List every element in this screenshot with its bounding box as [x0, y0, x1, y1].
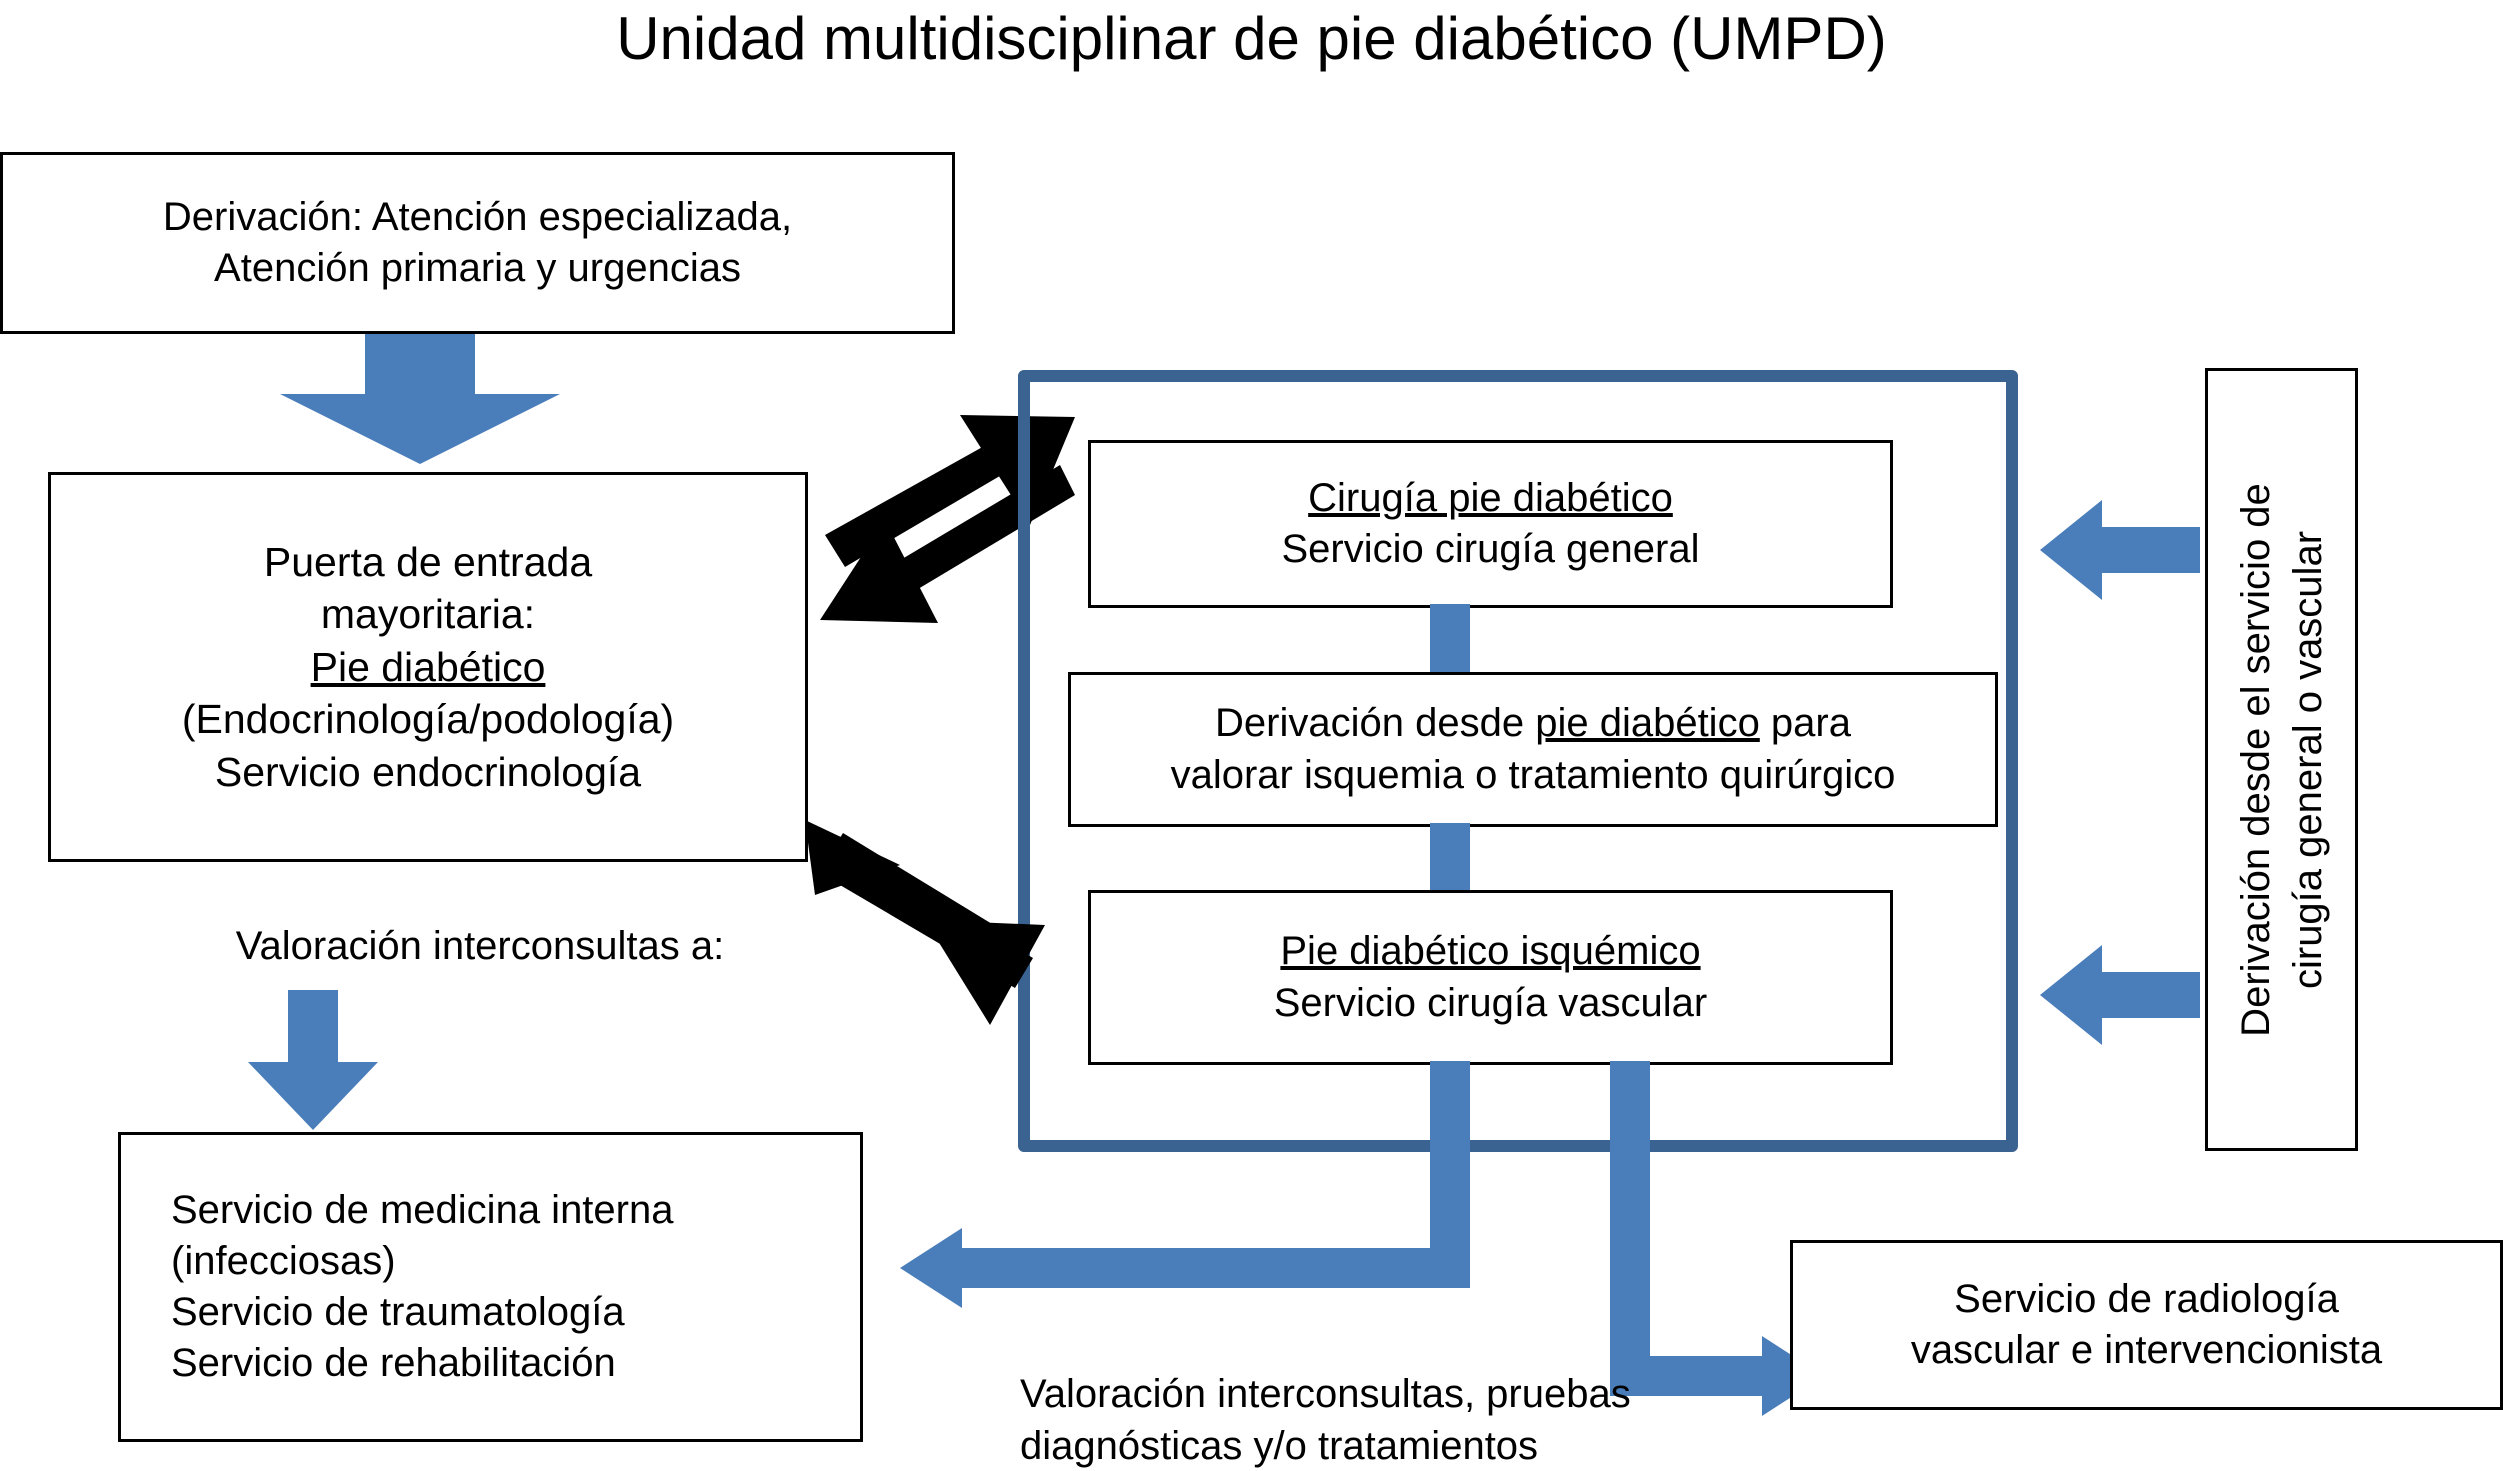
box-isquemico-line1: Pie diabético isquémico — [1280, 929, 1701, 974]
box-cirugia-line2: Servicio cirugía general — [1281, 527, 1700, 571]
box-derivpie-line1-pre: Derivación desde — [1215, 701, 1536, 746]
label-valoracion-pruebas-line2: diagnósticas y/o tratamientos — [1020, 1424, 1539, 1468]
box-pie-diabetico-isquemico: Pie diabético isquémico Servicio cirugía… — [1088, 890, 1893, 1065]
double-arrow-icon — [805, 820, 1045, 1025]
label-valoracion-interconsultas-pruebas: Valoración interconsultas, pruebas diagn… — [1020, 1368, 1820, 1471]
box-interconsultas-line1: Servicio de medicina interna — [171, 1187, 674, 1232]
connector-elbow-right-vertical — [1610, 1061, 1650, 1396]
box-derivpie-line2: valorar isquemia o tratamiento quirúrgic… — [1170, 752, 1896, 797]
box-radiologia-line2: vascular e intervencionista — [1910, 1328, 2383, 1372]
box-cirugia-line1: Cirugía pie diabético — [1308, 475, 1673, 520]
box-radiologia-line1: Servicio de radiología — [1954, 1276, 2339, 1321]
box-interconsultas-line3: Servicio de traumatología — [171, 1290, 625, 1334]
arrow-left-icon — [2040, 945, 2200, 1045]
box-interconsultas-line2: (infecciosas) — [171, 1238, 396, 1283]
box-isquemico-line2: Servicio cirugía vascular — [1273, 980, 1708, 1025]
box-puerta-line3: Pie diabético — [310, 643, 546, 690]
box-vertical-line1: Derivación desde el servicio de — [2233, 482, 2278, 1037]
box-cirugia-pie-diabetico: Cirugía pie diabético Servicio cirugía g… — [1088, 440, 1893, 608]
box-interconsultas-servicios: Servicio de medicina interna (infecciosa… — [118, 1132, 863, 1442]
box-vertical-line2: cirugía general o vascular — [2285, 530, 2330, 989]
arrow-left-icon — [2040, 500, 2200, 600]
box-derivpie-line1-post: para — [1759, 701, 1851, 746]
arrow-left-icon — [900, 1228, 962, 1308]
connector-stub-upper — [1430, 604, 1470, 676]
arrow-down-icon — [248, 990, 378, 1130]
box-radiologia: Servicio de radiología vascular e interv… — [1790, 1240, 2503, 1410]
box-puerta-line4: (Endocrinología/podología) — [181, 696, 675, 743]
label-valoracion-pruebas-line1: Valoración interconsultas, pruebas — [1020, 1372, 1631, 1416]
box-interconsultas-line4: Servicio de rehabilitación — [171, 1341, 616, 1386]
arrow-down-icon — [280, 334, 560, 464]
box-derivacion: Derivación: Atención especializada, Aten… — [0, 152, 955, 334]
box-derivacion-line2: Atención primaria y urgencias — [214, 246, 741, 290]
box-puerta-line1: Puerta de entrada — [263, 538, 593, 585]
connector-elbow-left-horizontal — [960, 1248, 1460, 1288]
box-puerta-line5: Servicio endocrinología — [214, 748, 642, 795]
box-derivacion-pie-diabetico: Derivación desde pie diabético para valo… — [1068, 672, 1998, 827]
label-valoracion-interconsultas-a: Valoración interconsultas a: — [235, 924, 725, 968]
box-derivacion-line1: Derivación: Atención especializada, — [162, 194, 793, 239]
connector-stub-lower — [1430, 823, 1470, 894]
box-puerta-line2: mayoritaria: — [320, 591, 536, 638]
page-title: Unidad multidisciplinar de pie diabético… — [616, 5, 1887, 72]
box-derivpie-line1-underlined: pie diabético — [1535, 701, 1760, 746]
box-derivacion-servicio-vertical: Derivación desde el servicio de cirugía … — [2205, 368, 2358, 1151]
connector-elbow-right-horizontal — [1610, 1356, 1770, 1396]
box-puerta-de-entrada: Puerta de entrada mayoritaria: Pie diabé… — [48, 472, 808, 862]
